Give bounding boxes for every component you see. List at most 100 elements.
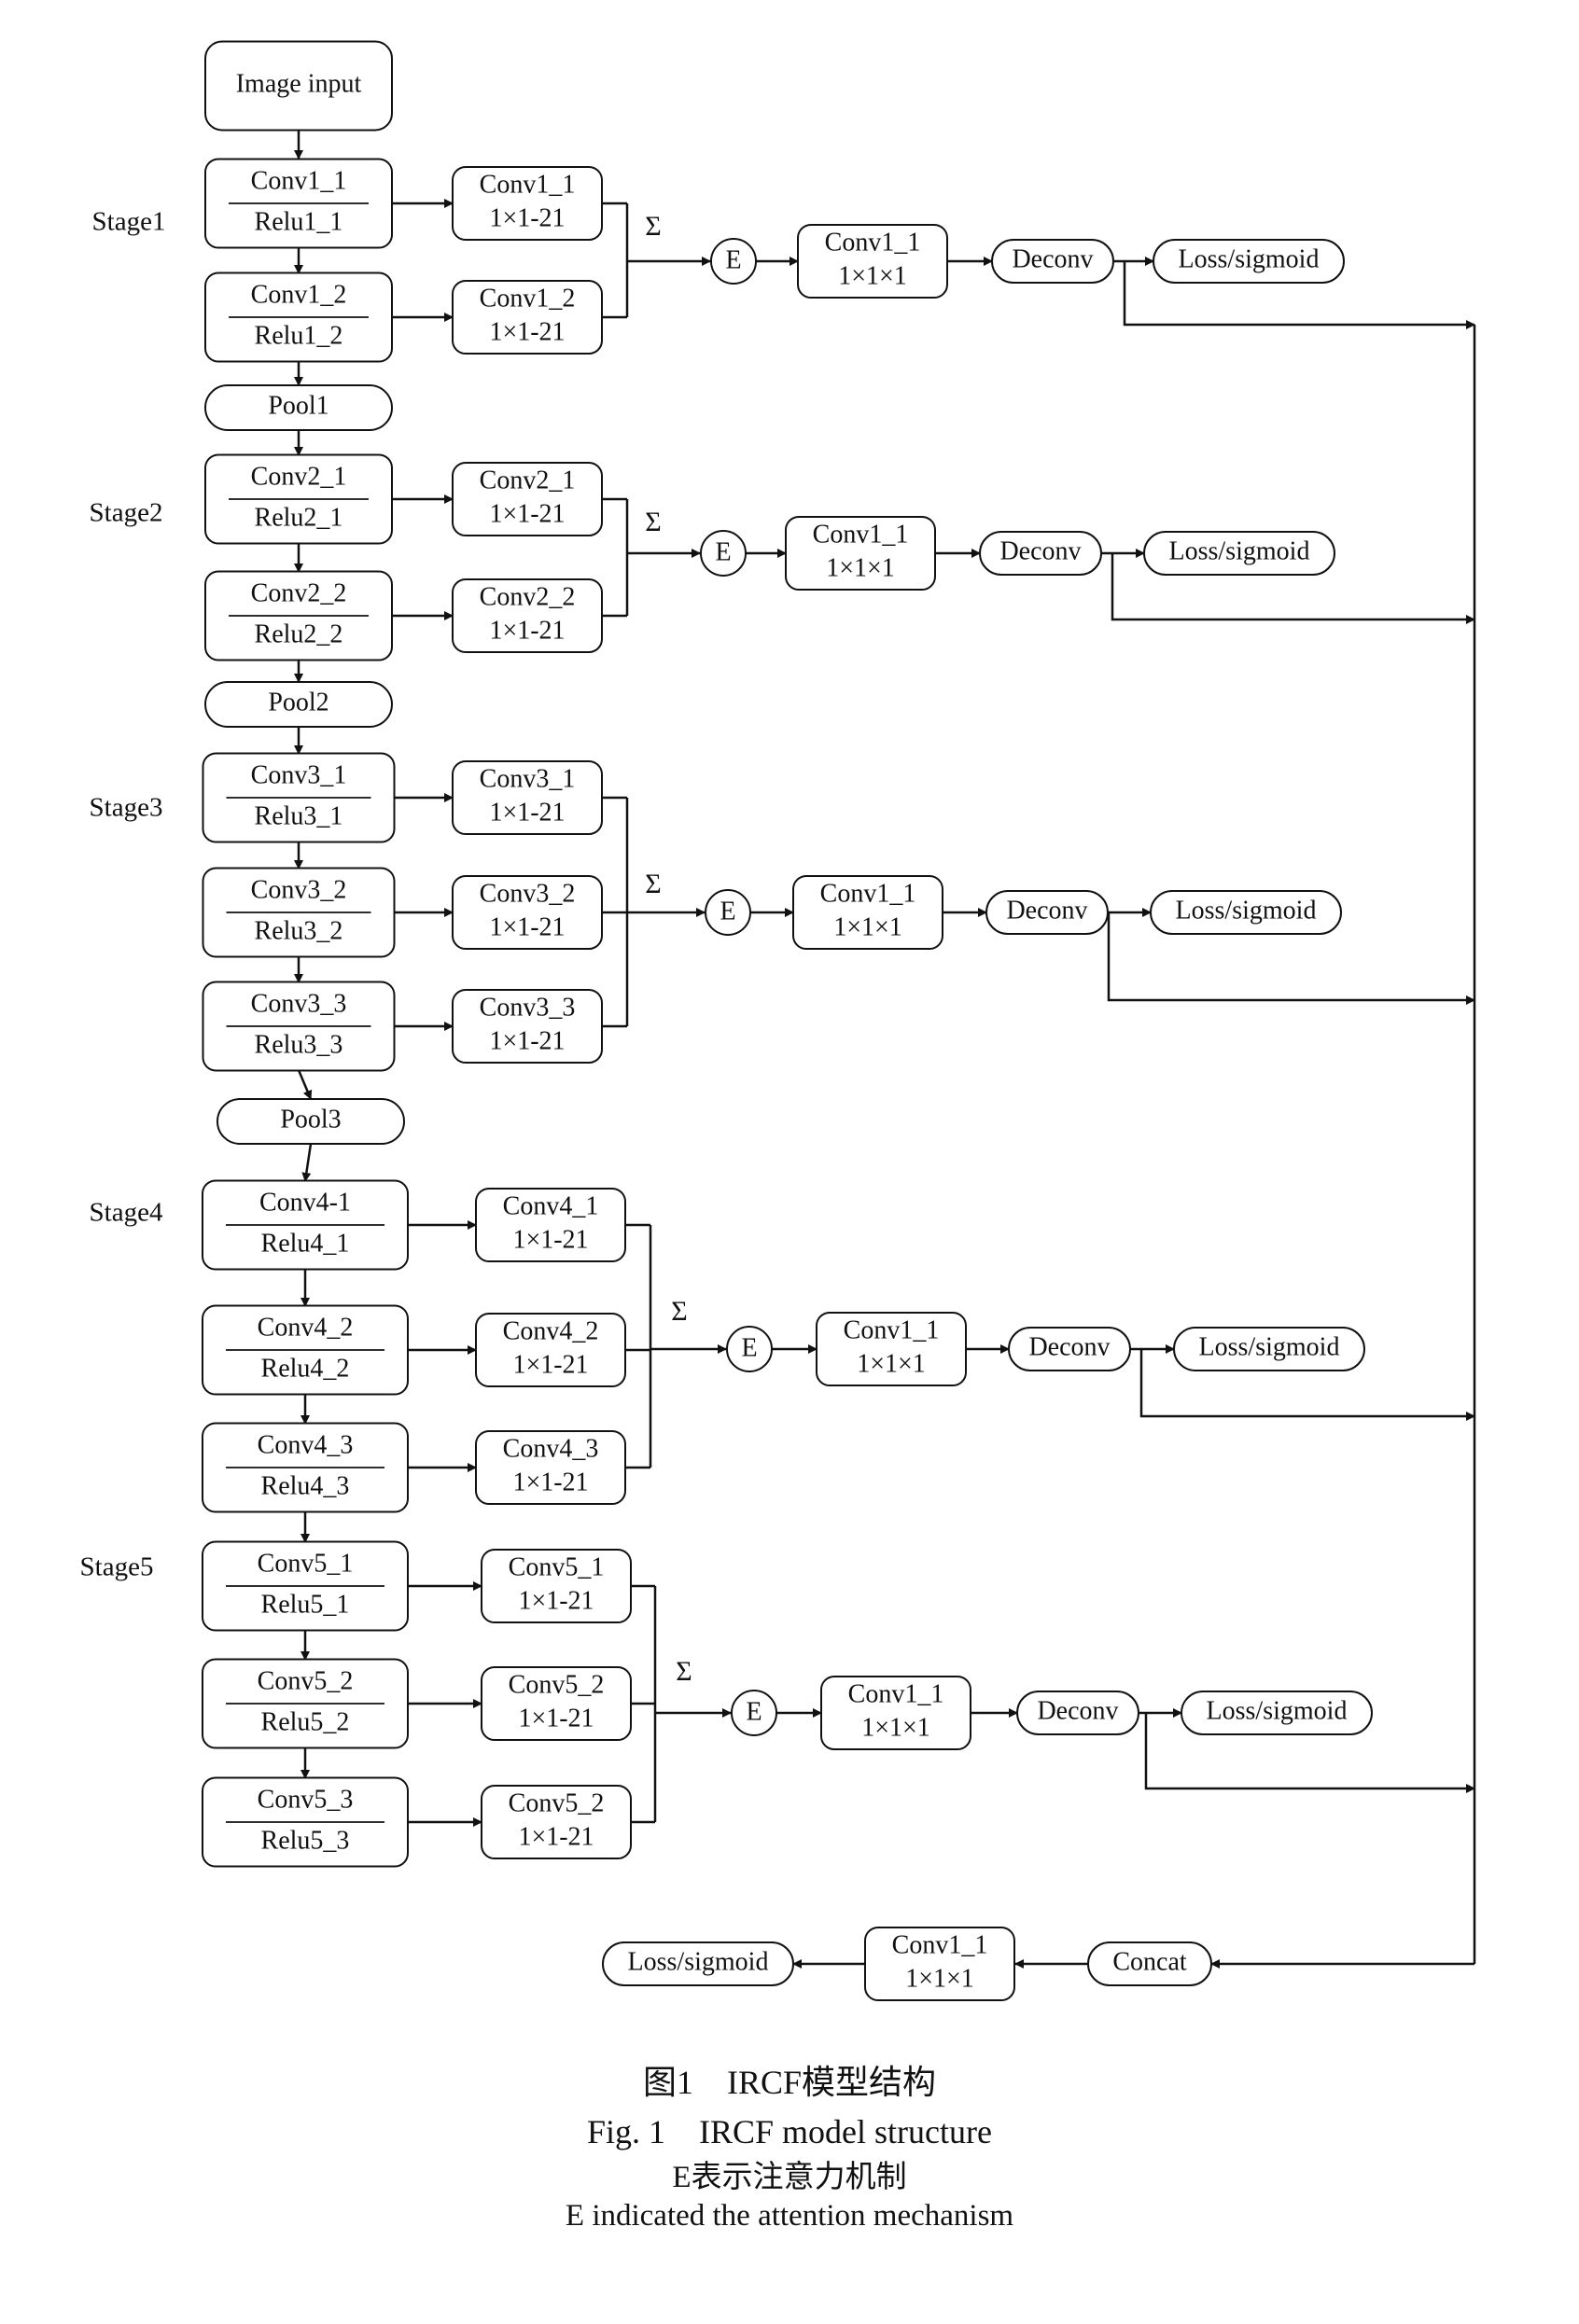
- side-conv-block-s2-l2-bottom-text: 1×1-21: [489, 616, 565, 645]
- conv-relu-block-s3-l1-top-text: Conv3_1: [251, 761, 347, 790]
- stage-2-to-bus-arrow: [1111, 553, 1475, 624]
- conv-relu-block-s5-l2-top-text: Conv5_2: [258, 1667, 354, 1696]
- pool-3-arrow: [301, 1143, 313, 1182]
- final-conv-top-text: Conv1_1: [892, 1930, 988, 1959]
- conv-relu-block-s5-l1-top-text: Conv5_1: [258, 1550, 354, 1579]
- conv-relu-block-s4-l3-top-text: Conv4_3: [258, 1431, 354, 1460]
- image-input-box: [204, 40, 393, 132]
- stage-5-attention-node-text: E: [746, 1697, 762, 1726]
- stage-2-label: Stage2: [90, 498, 163, 528]
- side-conv-block-s5-l2-top-text: Conv5_2: [509, 1670, 605, 1699]
- stage-4-deconv: [1008, 1327, 1131, 1371]
- side-conv-block-s4-l1: [475, 1188, 626, 1262]
- side-conv-block-s1-l1-top-text: Conv1_1: [480, 170, 576, 199]
- side-conv-block-s5-l2: [481, 1666, 632, 1741]
- side-conv-block-s3-l1-bottom-text: 1×1-21: [489, 798, 565, 827]
- stage-5-fuse-conv-bottom-text: 1×1×1: [861, 1713, 930, 1742]
- stage-4-fuse-conv-top-text: Conv1_1: [844, 1315, 940, 1344]
- stage-2-loss: [1143, 531, 1335, 576]
- side-conv-block-s4-l3-top-text: Conv4_3: [503, 1434, 599, 1463]
- stage-2-deconv: [979, 531, 1102, 576]
- stage-1-attention-node: [710, 238, 757, 285]
- side-conv-block-s2-l1: [452, 462, 603, 536]
- side-conv-block-s3-l1: [452, 760, 603, 835]
- side-conv-block-s1-l2: [452, 280, 603, 355]
- conv-relu-block-s2-l1-top-text: Conv2_1: [251, 463, 347, 492]
- stage-1-attention-node-text: E: [725, 245, 741, 274]
- side-conv-block-s5-l1: [481, 1549, 632, 1623]
- stage-5-fuse-conv-top-text: Conv1_1: [848, 1679, 944, 1708]
- final-conv: [864, 1927, 1015, 2001]
- conv-relu-block-s3-l3-top-text: Conv3_3: [251, 990, 347, 1019]
- stage-5-to-bus-arrow: [1144, 1713, 1475, 1793]
- pool-3: [217, 1098, 405, 1145]
- side-conv-block-s3-l2-top-text: Conv3_2: [480, 879, 576, 908]
- conv-relu-block-s1-l2-bottom-text: Relu1_2: [255, 321, 343, 350]
- side-conv-block-s3-l3-bottom-text: 1×1-21: [489, 1026, 565, 1055]
- stage-3-attention-node-text: E: [720, 897, 735, 925]
- conv-relu-block-s5-l3-bottom-text: Relu5_3: [261, 1826, 350, 1855]
- caption-zh-title: 图1 IRCF模型结构: [642, 2064, 937, 2101]
- stage-4-to-bus-arrow: [1139, 1349, 1475, 1421]
- side-conv-block-s5-l3-bottom-text: 1×1-21: [518, 1822, 594, 1851]
- pool-1: [204, 384, 393, 431]
- stage-3-fuse-conv-top-text: Conv1_1: [820, 879, 916, 908]
- stage-1-fuse-conv-bottom-text: 1×1×1: [838, 261, 907, 290]
- conv-relu-block-s1-l1-bottom-text: Relu1_1: [255, 207, 343, 236]
- stage-4-deconv-text: Deconv: [1028, 1332, 1110, 1361]
- side-conv-block-s5-l1-bottom-text: 1×1-21: [518, 1586, 594, 1615]
- side-conv-block-s4-l2-top-text: Conv4_2: [503, 1316, 599, 1345]
- conv-relu-block-s3-l2-bottom-text: Relu3_2: [255, 916, 343, 945]
- stage-5-fuse-conv: [820, 1676, 971, 1750]
- side-conv-block-s5-l3: [481, 1785, 632, 1859]
- conv-relu-block-s2-l2-top-text: Conv2_2: [251, 579, 347, 608]
- final-loss-text: Loss/sigmoid: [628, 1947, 769, 1976]
- stage-4-fuse-conv-bottom-text: 1×1×1: [857, 1349, 926, 1378]
- side-conv-block-s3-l2: [452, 875, 603, 950]
- concat-node-text: Concat: [1112, 1947, 1187, 1976]
- conv-relu-block-s4-l1-top-text: Conv4-1: [259, 1189, 351, 1218]
- stage-3-to-pool-arrow: [297, 1069, 313, 1100]
- caption-en-note: E indicated the attention mechanism: [565, 2199, 1014, 2233]
- stage-5-deconv: [1016, 1691, 1139, 1735]
- stage-4-sigma: Σ: [671, 1296, 687, 1327]
- side-conv-block-s1-l1-bottom-text: 1×1-21: [489, 203, 565, 232]
- stage-1-fuse-conv: [797, 224, 948, 299]
- stage-3-loss-text: Loss/sigmoid: [1176, 896, 1317, 925]
- side-conv-block-s4-l3-bottom-text: 1×1-21: [512, 1468, 588, 1496]
- stage-3-loss: [1150, 890, 1342, 935]
- stage-1-fuse-conv-top-text: Conv1_1: [825, 228, 921, 257]
- stage-5-attention-node: [731, 1690, 777, 1736]
- conv-relu-block-s4-l2-top-text: Conv4_2: [258, 1314, 354, 1343]
- side-conv-block-s1-l2-top-text: Conv1_2: [480, 284, 576, 313]
- conv-relu-block-s4-l3-bottom-text: Relu4_3: [261, 1471, 350, 1500]
- stage-2-fuse-conv-top-text: Conv1_1: [813, 520, 909, 549]
- side-conv-block-s3-l3-top-text: Conv3_3: [480, 993, 576, 1022]
- stage-1-sigma: Σ: [645, 211, 661, 242]
- stage-3-fuse-conv: [792, 875, 943, 950]
- stage-4-attention-node-text: E: [741, 1333, 757, 1362]
- stage-2-loss-text: Loss/sigmoid: [1169, 536, 1310, 565]
- stage-1-deconv: [991, 239, 1114, 284]
- conv-relu-block-s3-l3-bottom-text: Relu3_3: [255, 1030, 343, 1059]
- side-conv-block-s2-l2-top-text: Conv2_2: [480, 582, 576, 611]
- side-conv-block-s2-l1-bottom-text: 1×1-21: [489, 499, 565, 528]
- stage-2-attention-node-text: E: [715, 537, 731, 566]
- side-conv-block-s3-l2-bottom-text: 1×1-21: [489, 912, 565, 941]
- side-conv-block-s3-l3: [452, 989, 603, 1064]
- stage-3-to-bus-arrow: [1107, 912, 1475, 1005]
- stage-3-deconv-text: Deconv: [1006, 896, 1087, 925]
- conv-relu-block-s5-l2-bottom-text: Relu5_2: [261, 1707, 350, 1736]
- stage-3-fuse-conv-bottom-text: 1×1×1: [833, 912, 902, 941]
- side-conv-block-s1-l1: [452, 166, 603, 241]
- image-input-text: Image input: [236, 69, 362, 98]
- stage-5-label: Stage5: [80, 1552, 154, 1582]
- stage-1-to-bus-arrow: [1123, 261, 1475, 329]
- stage-4-loss-text: Loss/sigmoid: [1199, 1332, 1340, 1361]
- pool-1-text: Pool1: [268, 391, 328, 420]
- stage-4-loss: [1173, 1327, 1365, 1371]
- stage-2-attention-node: [700, 530, 747, 577]
- side-conv-block-s1-l2-bottom-text: 1×1-21: [489, 317, 565, 346]
- stage-5-loss: [1181, 1691, 1373, 1735]
- final-loss: [602, 1941, 794, 1986]
